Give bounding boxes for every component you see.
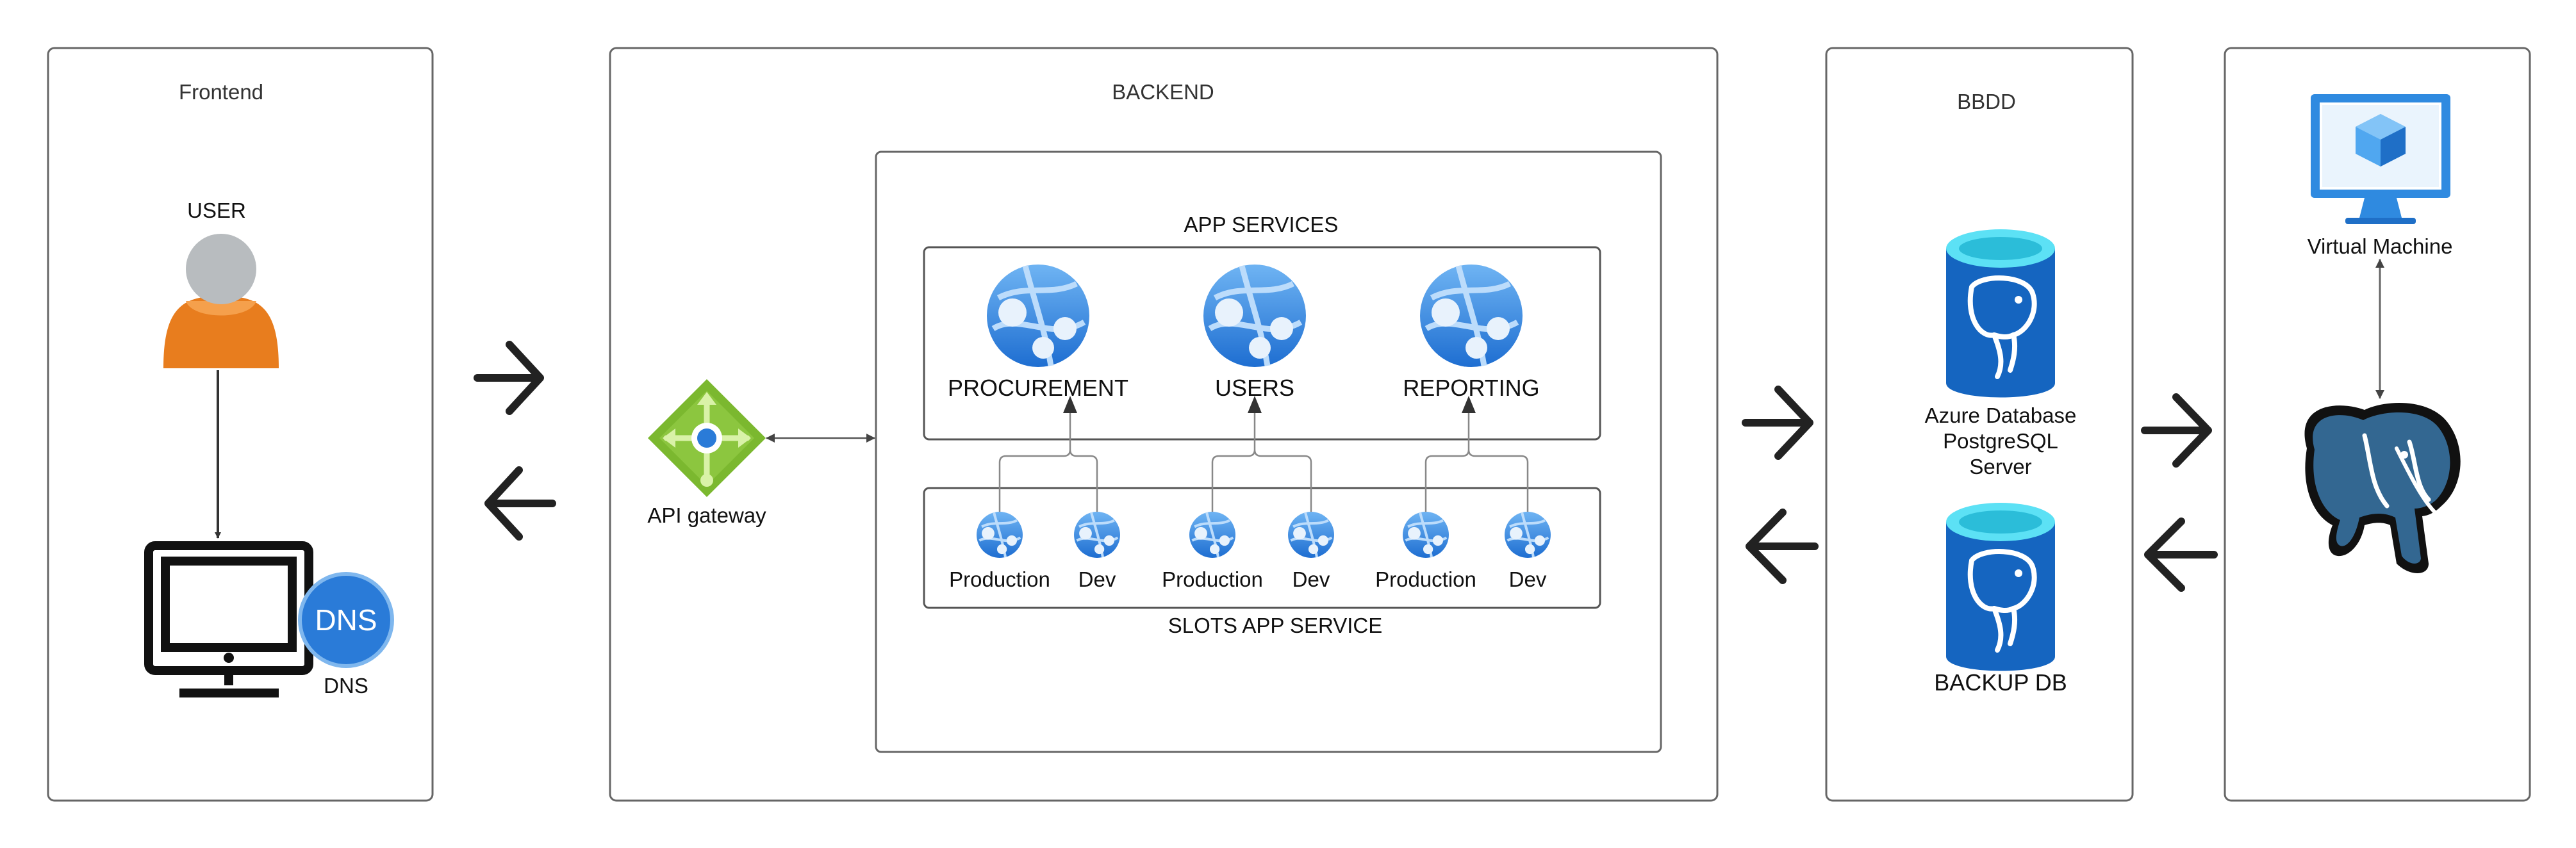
backend-title: BACKEND xyxy=(1112,80,1214,104)
arrow-right-icon xyxy=(1742,386,1813,460)
dns-icon: DNS xyxy=(298,572,394,668)
slot-label: Dev xyxy=(1292,567,1330,591)
slot-icon xyxy=(1505,512,1551,558)
slot-icon xyxy=(977,512,1023,558)
app-service-icon xyxy=(1420,265,1523,367)
slot-label: Dev xyxy=(1078,567,1116,591)
arrow-left-icon xyxy=(2144,518,2218,592)
slot-arrowhead xyxy=(1063,396,1077,413)
app-services-box xyxy=(923,246,1601,441)
api-gateway-label: API gateway xyxy=(647,503,766,527)
slots-box xyxy=(923,487,1601,609)
slot-connectors xyxy=(998,400,1529,512)
backup-db-label: BACKUP DB xyxy=(1934,669,2067,696)
slot-arrowhead xyxy=(1248,396,1262,413)
vm-label: Virtual Machine xyxy=(2308,234,2453,258)
virtual-machine-icon xyxy=(2311,94,2450,224)
app-service-label: REPORTING xyxy=(1403,375,1539,401)
frontend-panel xyxy=(47,47,434,802)
primary-db-label-line1: Azure Database xyxy=(1925,404,2077,427)
primary-db-label-line3: Server xyxy=(1969,455,2031,478)
user-icon xyxy=(163,234,279,368)
slot-icon xyxy=(1074,512,1120,558)
primary-db-label-line2: PostgreSQL xyxy=(1943,429,2058,453)
bbdd-panel xyxy=(1825,47,2134,802)
slot-label: Production xyxy=(949,567,1050,591)
slot-label: Production xyxy=(1162,567,1263,591)
slot-label: Dev xyxy=(1509,567,1547,591)
backend-panel xyxy=(609,47,1719,802)
slot-icon xyxy=(1189,512,1235,558)
azure-postgresql-icon xyxy=(1946,229,2055,398)
arrow-right-icon xyxy=(474,341,544,415)
monitor-power-dot xyxy=(224,653,234,663)
slot-label: Production xyxy=(1375,567,1476,591)
monitor-icon xyxy=(144,541,313,697)
postgresql-elephant-icon xyxy=(2304,402,2461,573)
slot-arrowhead xyxy=(1462,396,1476,413)
dns-label: DNS xyxy=(324,674,368,697)
slot-icon xyxy=(1403,512,1449,558)
frontend-title: Frontend xyxy=(179,80,263,104)
bbdd-title: BBDD xyxy=(1957,90,2016,113)
app-services-title: APP SERVICES xyxy=(1184,213,1339,236)
slots-title: SLOTS APP SERVICE xyxy=(1168,614,1382,637)
arrow-left-icon xyxy=(1746,509,1819,584)
arrow-left-icon xyxy=(484,466,556,541)
app-service-icon xyxy=(1203,265,1306,367)
azure-postgresql-icon xyxy=(1946,503,2055,671)
arrow-right-icon xyxy=(2141,393,2212,468)
api-gateway-icon xyxy=(648,379,766,497)
vm-panel xyxy=(2224,47,2531,802)
app-service-icon xyxy=(987,265,1089,367)
slot-icon xyxy=(1288,512,1334,558)
user-label: USER xyxy=(187,199,246,222)
app-service-label: PROCUREMENT xyxy=(948,375,1128,401)
dns-badge-text: DNS xyxy=(315,603,377,637)
app-services-group xyxy=(875,151,1662,753)
